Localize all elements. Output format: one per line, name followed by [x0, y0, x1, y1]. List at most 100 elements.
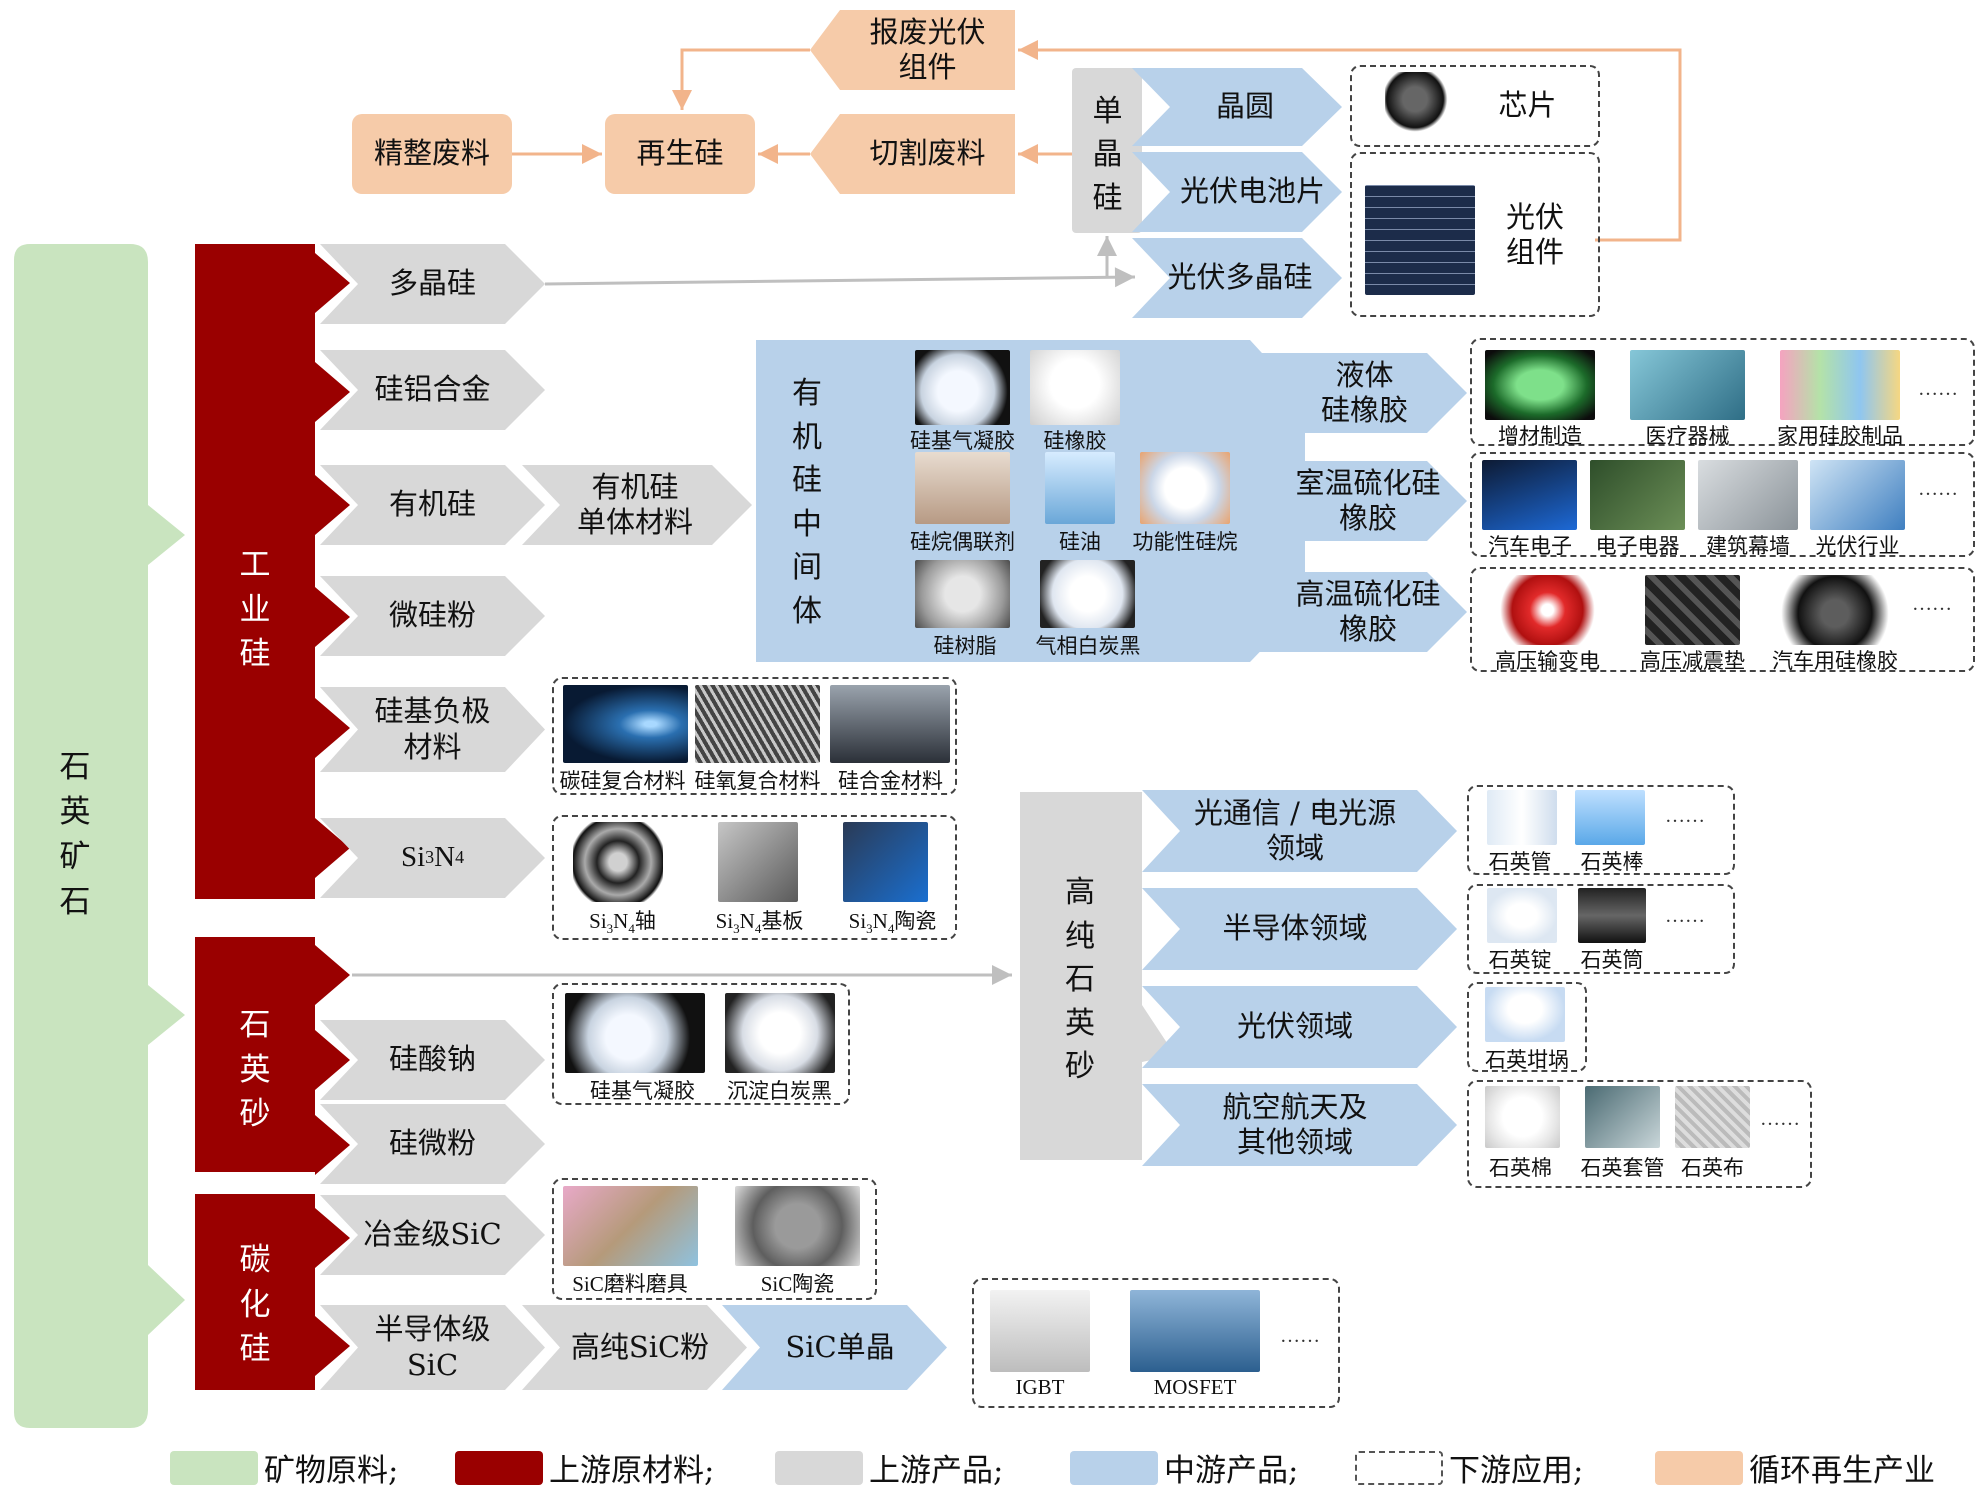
electronics-caption: 电子电器	[1595, 534, 1680, 558]
liquid-rubber-chevron	[1252, 353, 1467, 433]
aerospace-ellipsis: ……	[1760, 1108, 1800, 1130]
si3n4-part: 3	[425, 847, 435, 868]
micro-si-powder-label: 微硅粉	[388, 598, 476, 633]
legend-item: 上游原材料;	[455, 1445, 714, 1490]
si3n4-substrate-image	[718, 822, 798, 902]
hp-quartz-sand-label: 高 纯 石 英 砂	[1065, 875, 1095, 1085]
additive-mfg-caption: 增材制造	[1498, 424, 1582, 448]
pv-field-label: 光伏领域	[1236, 1009, 1353, 1044]
legend-label: 上游产品;	[869, 1453, 1004, 1489]
si3n4-part: N	[739, 909, 755, 933]
liquid-rubber-ellipsis: ……	[1918, 378, 1958, 400]
functional-silane-image	[1140, 452, 1230, 524]
quartz-rod-image	[1575, 790, 1645, 845]
legend-swatch	[455, 1450, 543, 1485]
legend-label: 上游原材料;	[549, 1453, 715, 1489]
organic-si-chevron	[320, 465, 545, 545]
legend-swatch	[170, 1450, 258, 1485]
optical-comm-ellipsis: ……	[1665, 805, 1705, 827]
pv-module-image	[1365, 185, 1475, 295]
silicone-oil-caption: 硅油	[1059, 530, 1101, 554]
si3n4-products	[552, 815, 957, 940]
sic-ceramic-caption: SiC陶瓷	[760, 1272, 835, 1296]
legend-swatch	[1655, 1450, 1743, 1485]
cutting-waste-shape	[810, 114, 1015, 194]
organic-si-label: 有机硅	[388, 487, 476, 522]
poly-si-chevron	[320, 244, 545, 324]
arrow-mono-to-cutting-head	[1018, 144, 1038, 164]
legend-label: 矿物原料;	[264, 1453, 399, 1489]
liquid-rubber-label: 液体 硅橡胶	[1320, 357, 1408, 427]
quartz-cloth-caption: 石英布	[1681, 1156, 1744, 1180]
si3n4-ceramic-image	[843, 822, 928, 902]
industrial-si-block	[195, 244, 350, 899]
arrow-finishing-to-recycled-head	[582, 144, 602, 164]
quartz-ore-shape	[14, 244, 185, 1428]
hp-sic-powder-label: 高纯SiC粉	[570, 1329, 710, 1364]
household-silicone-caption: 家用硅胶制品	[1777, 424, 1903, 448]
aerospace-products	[1467, 1080, 1812, 1188]
arrow-to-mono-si-head	[1097, 236, 1117, 256]
sic-single-crystal-chevron	[722, 1305, 947, 1390]
si3n4-part: Si	[400, 841, 426, 874]
finishing-waste-shape	[352, 114, 512, 194]
legend-swatch	[775, 1450, 863, 1485]
optical-comm-chevron	[1142, 790, 1457, 872]
aerogel2-image	[565, 993, 705, 1073]
functional-silane-caption: 功能性硅烷	[1132, 530, 1238, 554]
quartz-sleeve-image	[1585, 1086, 1660, 1148]
fumed-silica-caption: 气相白炭黑	[1035, 634, 1141, 658]
si-anode-chevron	[320, 687, 545, 772]
silane-coupling-image	[915, 452, 1010, 524]
legend-item: 下游应用;	[1355, 1445, 1583, 1490]
pv-industry-caption: 光伏行业	[1815, 534, 1900, 558]
sic-abrasive-image	[563, 1186, 698, 1266]
optical-comm-label: 光通信 / 电光源 领域	[1193, 795, 1397, 865]
semiconductor-sic-chevron	[320, 1305, 545, 1390]
aerospace-field-chevron	[1142, 1084, 1457, 1166]
pv-module-applications	[1350, 152, 1600, 317]
electronics-image	[1590, 460, 1685, 530]
mono-si-shape	[1072, 68, 1142, 233]
rtv-rubber-applications	[1470, 452, 1975, 557]
pv-polysilicon-label: 光伏多晶硅	[1167, 260, 1313, 295]
legend-label: 中游产品;	[1164, 1453, 1299, 1489]
quartz-sleeve-caption: 石英套管	[1580, 1156, 1665, 1180]
chip-label: 芯片	[1498, 88, 1557, 123]
pv-polysilicon-chevron	[1132, 238, 1342, 318]
si3n4-part: 4	[887, 921, 895, 937]
auto-electronics-caption: 汽车电子	[1488, 534, 1572, 558]
sodium-silicate-label: 硅酸钠	[388, 1042, 476, 1077]
silane-coupling-caption: 硅烷偶联剂	[910, 530, 1015, 554]
sic-ellipsis: ……	[1280, 1325, 1320, 1347]
industrial-si-label: 工 业 硅	[239, 546, 271, 673]
arrow-cutting-to-recycled-head	[758, 144, 778, 164]
si3n4-part: 4	[455, 847, 465, 868]
micro-si-powder-chevron	[320, 576, 545, 656]
sic-single-crystal-label: SiC单晶	[785, 1329, 895, 1364]
scrap-pv-shape	[810, 10, 1015, 90]
htv-rubber-applications	[1470, 567, 1975, 672]
recycled-si-shape	[605, 114, 755, 194]
quartz-wool-image	[1485, 1086, 1560, 1148]
aerogel2-caption: 硅基气凝胶	[590, 1079, 695, 1103]
recycled-si-label: 再生硅	[636, 136, 724, 171]
arrow-module-to-scrap-head	[1018, 40, 1038, 60]
quartz-ingot-image	[1487, 888, 1557, 943]
si3n4-part: 4	[628, 921, 635, 937]
si3n4-chevron	[320, 818, 545, 898]
quartz-sand-block	[195, 937, 350, 1175]
si-alloy-caption: 硅合金材料	[838, 769, 943, 793]
si3n4-ceramic-caption: Si3N4陶瓷	[835, 905, 950, 937]
si-anode-products	[552, 677, 957, 795]
pv-industry-image	[1810, 460, 1905, 530]
si-o-composite-image	[695, 685, 820, 763]
additive-mfg-image	[1485, 350, 1595, 420]
quartz-cloth-image	[1675, 1086, 1750, 1148]
quartz-rod-caption: 石英棒	[1580, 850, 1644, 874]
si-alloy-image	[830, 685, 950, 763]
si-o-composite-caption: 硅氧复合材料	[694, 769, 821, 793]
si3n4-suffix: 陶瓷	[894, 909, 937, 933]
medical-image	[1630, 350, 1745, 420]
quartz-sand-label: 石 英 砂	[239, 1006, 271, 1133]
